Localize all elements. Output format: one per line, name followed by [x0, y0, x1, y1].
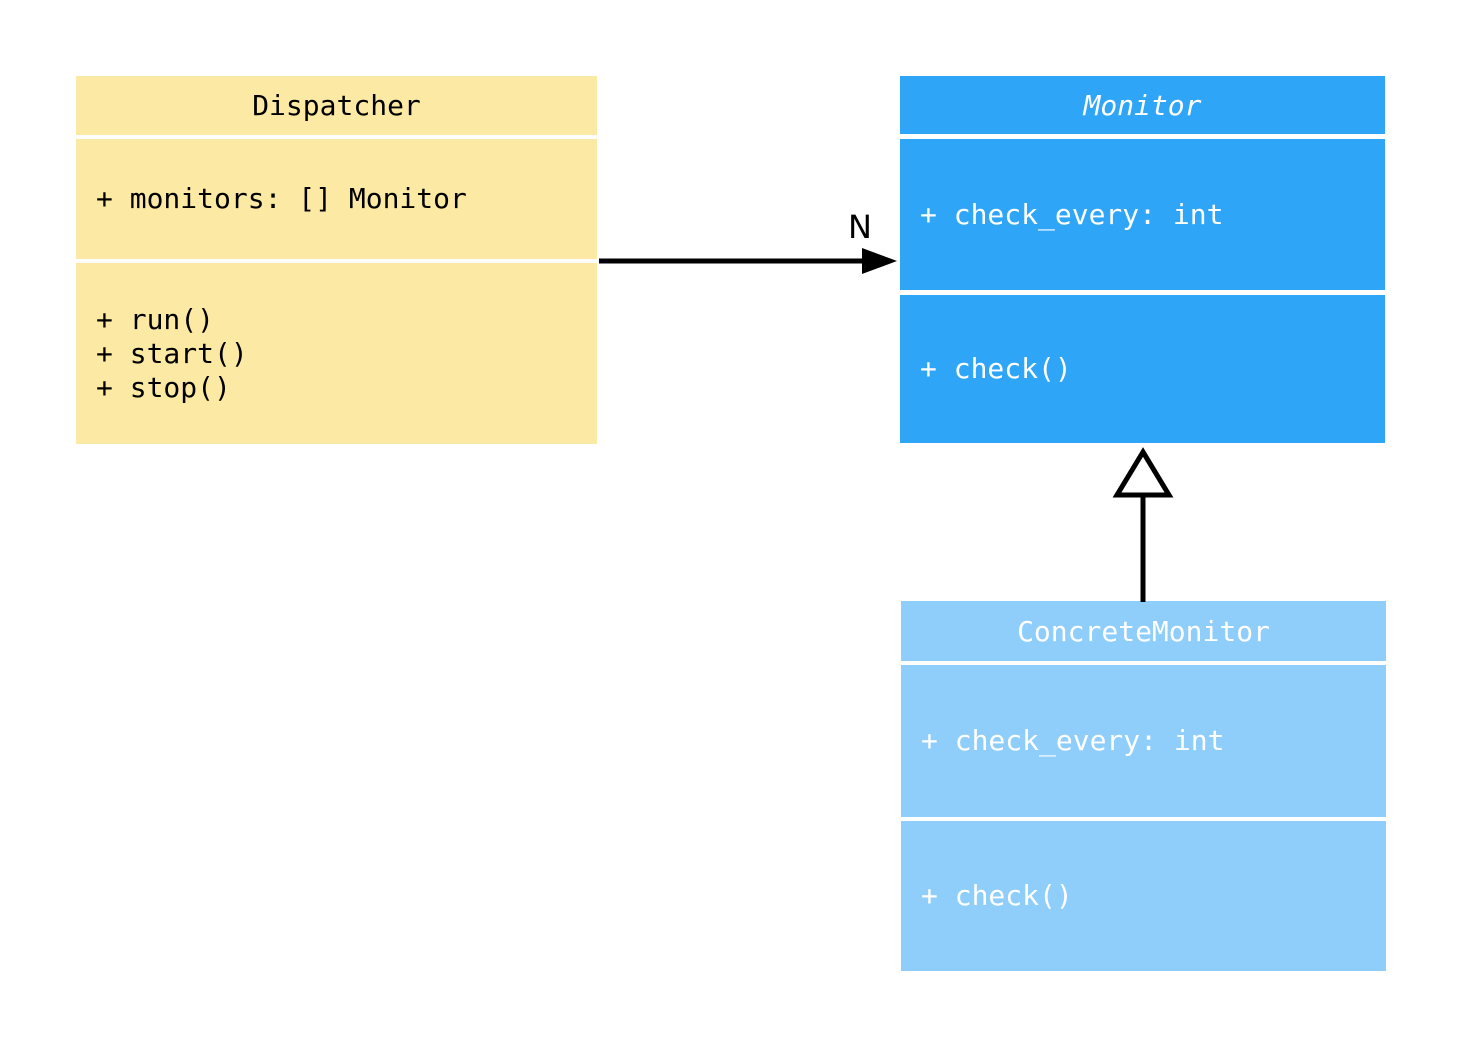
method-item: + check()	[920, 352, 1072, 385]
attribute-item: + check_every: int	[921, 724, 1225, 757]
method-item: + check()	[921, 879, 1073, 912]
class-attributes-dispatcher: + monitors: [] Monitor	[76, 139, 597, 259]
class-box-dispatcher: Dispatcher + monitors: [] Monitor + run(…	[76, 76, 597, 444]
section-divider	[900, 290, 1385, 295]
association-multiplicity-label: N	[848, 208, 872, 246]
method-item: + stop()	[96, 370, 231, 404]
class-methods-dispatcher: + run() + start() + stop()	[76, 263, 597, 444]
class-title-concretemonitor: ConcreteMonitor	[901, 601, 1386, 661]
section-divider	[900, 134, 1385, 139]
class-box-concretemonitor: ConcreteMonitor + check_every: int + che…	[901, 601, 1386, 971]
class-attributes-monitor: + check_every: int	[900, 139, 1385, 290]
inheritance-triangle	[1112, 447, 1174, 498]
class-methods-concretemonitor: + check()	[901, 821, 1386, 971]
class-attributes-concretemonitor: + check_every: int	[901, 665, 1386, 817]
association-arrowhead	[862, 248, 897, 274]
class-methods-monitor: + check()	[900, 295, 1385, 443]
section-divider	[901, 661, 1386, 665]
section-divider	[901, 817, 1386, 821]
attribute-item: + check_every: int	[920, 197, 1224, 231]
method-item: + start()	[96, 336, 248, 370]
class-box-monitor: Monitor + check_every: int + check()	[900, 76, 1385, 443]
section-divider	[76, 135, 597, 139]
method-item: + run()	[96, 302, 215, 336]
class-title-dispatcher: Dispatcher	[76, 76, 597, 135]
section-divider	[76, 259, 597, 263]
class-title-monitor: Monitor	[900, 76, 1385, 134]
attribute-item: + monitors: [] Monitor	[96, 182, 467, 215]
